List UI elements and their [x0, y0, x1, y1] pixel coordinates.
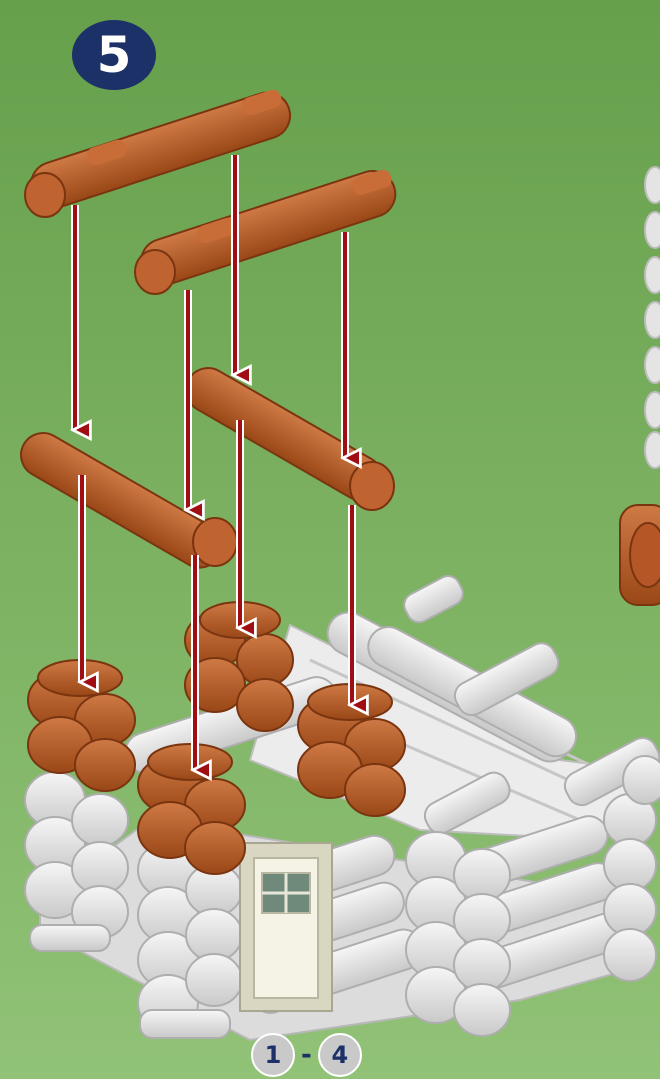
brown-log-icon: [620, 505, 660, 605]
reference-steps: 1 - 4: [251, 1033, 362, 1077]
step-number-badge: 5: [72, 20, 156, 90]
reference-to-badge: 4: [318, 1033, 362, 1077]
step-number: 5: [97, 30, 132, 80]
reference-to: 4: [331, 1041, 348, 1069]
door-icon: [240, 843, 332, 1011]
reference-from-badge: 1: [251, 1033, 295, 1077]
reference-from: 1: [265, 1041, 282, 1069]
reference-separator: -: [301, 1040, 312, 1070]
